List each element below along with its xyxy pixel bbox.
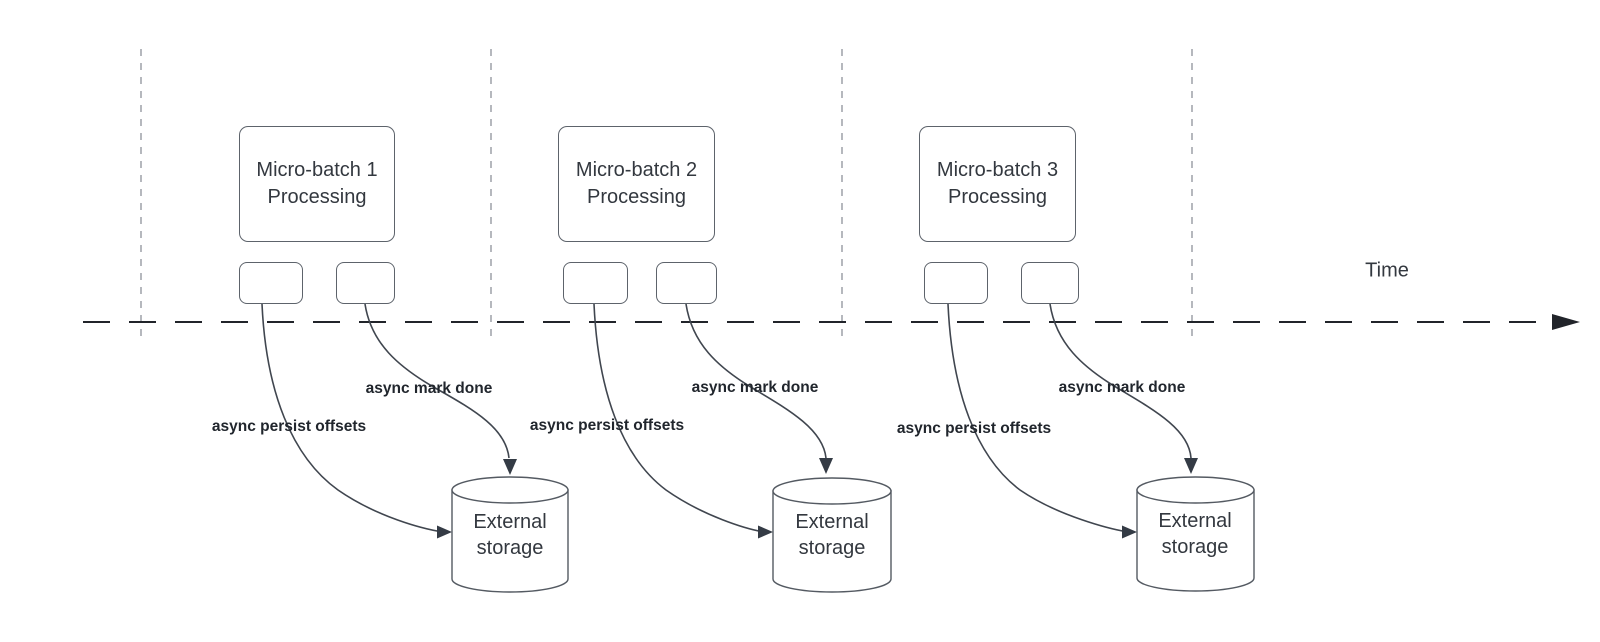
persist-offsets-arrowhead-1-icon [437, 525, 452, 539]
external-storage-label-2: External storage [795, 511, 869, 559]
microbatch-3-commit-task-box [1021, 262, 1079, 304]
storage-cylinder-body-3 [1136, 489, 1255, 592]
time-axis-arrowhead-icon [1552, 314, 1580, 330]
mark-done-arrowhead-1-icon [503, 459, 517, 475]
mark-done-arrowhead-2-icon [819, 458, 833, 474]
storage-cylinder-top-3 [1136, 476, 1255, 504]
time-axis-label: Time [1365, 259, 1409, 282]
mark-done-arrowhead-3-icon [1184, 458, 1198, 474]
storage-cylinder-top-1 [451, 476, 569, 504]
microbatch-1-processing-box: Micro-batch 1 Processing [239, 126, 395, 242]
persist-offsets-arrow-1 [261, 303, 444, 533]
mark-done-label-3: async mark done [1058, 379, 1186, 396]
storage-cylinder-top-2 [772, 477, 892, 505]
storage-cylinder-body-1 [451, 489, 569, 593]
microbatch-2-processing-box: Micro-batch 2 Processing [558, 126, 715, 242]
persist-offsets-arrow-3 [947, 303, 1129, 533]
microbatch-1-commit-task-box [336, 262, 395, 304]
microbatch-1-processing-label: Micro-batch 1 Processing [256, 159, 378, 208]
storage-cylinder-body-2 [772, 490, 892, 593]
microbatch-3-offset-task-box [924, 262, 988, 304]
mark-done-arrow-2 [685, 303, 827, 459]
microbatch-2-processing-label: Micro-batch 2 Processing [575, 159, 698, 208]
external-storage-label-3: External storage [1158, 510, 1232, 558]
persist-offsets-arrowhead-2-icon [758, 525, 773, 539]
persist-offsets-arrow-2 [593, 303, 765, 533]
microbatch-3-processing-label: Micro-batch 3 Processing [936, 159, 1059, 208]
persist-offsets-label-1: async persist offsets [211, 418, 367, 435]
mark-done-arrow-1 [364, 303, 510, 459]
persist-offsets-arrowhead-3-icon [1122, 525, 1137, 539]
microbatch-2-offset-task-box [563, 262, 628, 304]
external-storage-label-1: External storage [473, 511, 547, 559]
microbatch-1-offset-task-box [239, 262, 303, 304]
microbatch-3-processing-box: Micro-batch 3 Processing [919, 126, 1076, 242]
persist-offsets-label-3: async persist offsets [896, 420, 1052, 437]
mark-done-label-2: async mark done [691, 379, 819, 396]
mark-done-arrow-3 [1049, 303, 1192, 459]
persist-offsets-label-2: async persist offsets [529, 417, 685, 434]
microbatch-2-commit-task-box [656, 262, 717, 304]
mark-done-label-1: async mark done [365, 380, 493, 397]
